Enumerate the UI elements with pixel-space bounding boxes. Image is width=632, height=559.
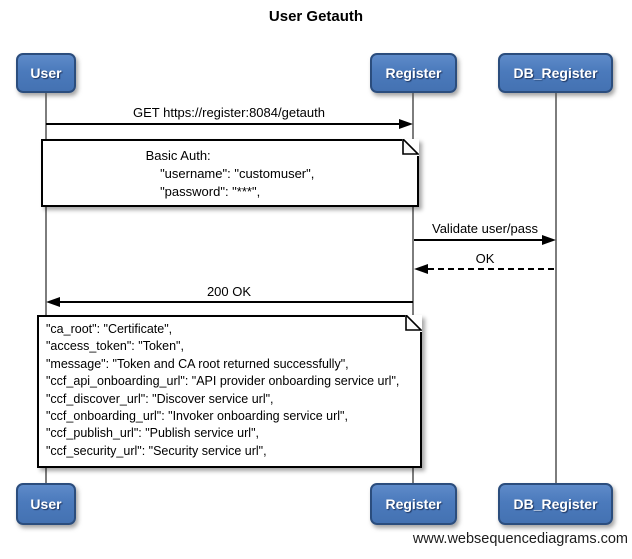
lifeline-user	[45, 93, 47, 483]
actor-bottom-db-register: DB_Register	[498, 483, 613, 525]
message-line-dashed	[428, 268, 556, 270]
actor-label: User	[30, 496, 62, 512]
arrowhead-right-icon	[542, 235, 556, 245]
actor-bottom-user: User	[16, 483, 76, 525]
lifeline-db-register	[555, 93, 557, 483]
actor-top-db-register: DB_Register	[498, 53, 613, 93]
lifeline-register	[412, 93, 414, 483]
actor-label: Register	[385, 65, 442, 81]
note-response-body: "ca_root": "Certificate", "access_token"…	[37, 315, 422, 468]
note-text: "ca_root": "Certificate", "access_token"…	[46, 322, 400, 458]
note-fold-icon	[402, 139, 419, 156]
message-label-validate: Validate user/pass	[432, 221, 538, 236]
actor-top-user: User	[16, 53, 76, 93]
actor-label: DB_Register	[513, 496, 598, 512]
actor-label: DB_Register	[513, 65, 598, 81]
actor-label: User	[30, 65, 62, 81]
arrowhead-left-icon	[414, 264, 428, 274]
note-basic-auth: Basic Auth: "username": "customuser", "p…	[41, 139, 419, 207]
message-label-ok: OK	[475, 251, 495, 266]
arrowhead-left-icon	[46, 297, 60, 307]
message-line	[60, 301, 413, 303]
arrowhead-right-icon	[399, 119, 413, 129]
note-fold-icon	[405, 315, 422, 332]
actor-label: Register	[385, 496, 442, 512]
message-line	[46, 123, 400, 125]
diagram-title: User Getauth	[268, 8, 364, 25]
actor-bottom-register: Register	[370, 483, 457, 525]
message-label-200-ok: 200 OK	[206, 284, 252, 299]
actor-top-register: Register	[370, 53, 457, 93]
message-line	[414, 239, 544, 241]
watermark-text: www.websequencediagrams.com	[412, 531, 628, 547]
note-text: Basic Auth: "username": "customuser", "p…	[145, 148, 315, 199]
message-label-get-getauth: GET https://register:8084/getauth	[133, 105, 325, 120]
